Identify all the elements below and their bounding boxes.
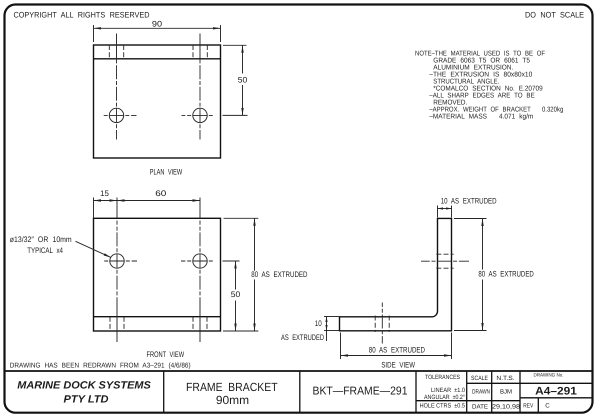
svg-text:DO NOT SCALE: DO NOT SCALE xyxy=(525,10,584,19)
svg-text:–ALL SHARP EDGES ARE TO BE: –ALL SHARP EDGES ARE TO BE xyxy=(429,93,535,100)
svg-text:NOTE–THE MATERIAL USED IS TO B: NOTE–THE MATERIAL USED IS TO BE OF xyxy=(415,51,545,58)
svg-text:60: 60 xyxy=(155,189,167,198)
svg-text:DRAWN: DRAWN xyxy=(472,389,490,396)
svg-text:–MATERIAL MASS 4.071 kg/m: –MATERIAL MASS 4.071 kg/m xyxy=(429,113,533,121)
svg-text:ø13/32″ OR 10mm: ø13/32″ OR 10mm xyxy=(10,235,72,244)
svg-text:–APPROX. WEIGHT OF BRACKET 0: –APPROX. WEIGHT OF BRACKET 0.320kg xyxy=(429,106,563,114)
svg-text:BJM: BJM xyxy=(500,389,512,396)
svg-text:BKT—FRAME—291: BKT—FRAME—291 xyxy=(313,385,408,397)
svg-text:50: 50 xyxy=(238,75,248,84)
svg-text:REV: REV xyxy=(523,403,534,410)
svg-text:80 AS EXTRUDED: 80 AS EXTRUDED xyxy=(251,270,307,279)
svg-text:90mm: 90mm xyxy=(216,393,249,407)
svg-text:C: C xyxy=(545,403,550,410)
svg-text:SCALE: SCALE xyxy=(471,375,488,382)
svg-text:TYPICAL x4: TYPICAL x4 xyxy=(27,246,63,255)
svg-text:50: 50 xyxy=(231,290,241,299)
svg-text:LINEAR ±1.0: LINEAR ±1.0 xyxy=(431,387,465,394)
svg-text:TOLERANCES: TOLERANCES xyxy=(425,374,460,381)
svg-text:STRUCTURAL ANGLE.: STRUCTURAL ANGLE. xyxy=(433,79,499,86)
svg-text:DRAWING No.: DRAWING No. xyxy=(534,373,564,379)
svg-text:GRADE 6063 T5 OR 6061 T5: GRADE 6063 T5 OR 6061 T5 xyxy=(433,58,530,65)
svg-text:AS EXTRUDED: AS EXTRUDED xyxy=(281,333,324,342)
svg-text:PLAN VIEW: PLAN VIEW xyxy=(150,168,183,177)
svg-text:REMOVED.: REMOVED. xyxy=(433,100,467,107)
svg-text:FRONT VIEW: FRONT VIEW xyxy=(147,350,185,359)
svg-text:90: 90 xyxy=(152,19,163,28)
svg-text:N.T.S.: N.T.S. xyxy=(496,375,515,382)
svg-text:10: 10 xyxy=(315,319,322,328)
svg-text:FRAME BRACKET: FRAME BRACKET xyxy=(186,380,278,394)
svg-text:SIDE VIEW: SIDE VIEW xyxy=(381,360,415,369)
svg-text:MARINE DOCK SYSTEMS: MARINE DOCK SYSTEMS xyxy=(17,380,151,392)
svg-text:10 AS EXTRUDED: 10 AS EXTRUDED xyxy=(441,196,497,205)
svg-text:COPYRIGHT ALL RIGHTS RESERVED: COPYRIGHT ALL RIGHTS RESERVED xyxy=(14,10,150,19)
svg-text:29,10,98: 29,10,98 xyxy=(492,403,521,410)
svg-text:–THE EXTRUSION IS 80x80x10: –THE EXTRUSION IS 80x80x10 xyxy=(429,72,532,79)
svg-text:ALUMINIUM EXTRUSION.: ALUMINIUM EXTRUSION. xyxy=(433,65,513,72)
svg-text:PTY LTD: PTY LTD xyxy=(64,393,109,405)
svg-text:DRAWING HAS BEEN REDRAWN FROM: DRAWING HAS BEEN REDRAWN FROM A3–291 (4/… xyxy=(10,362,191,370)
svg-text:15: 15 xyxy=(100,189,109,198)
svg-text:80 AS EXTRUDED: 80 AS EXTRUDED xyxy=(369,345,425,354)
svg-text:DATE: DATE xyxy=(472,403,488,410)
svg-text:A4–291: A4–291 xyxy=(535,385,577,397)
svg-text:HOLE CTRS ±0.5: HOLE CTRS ±0.5 xyxy=(420,403,466,410)
svg-text:*COMALCO SECTION No. E.20709: *COMALCO SECTION No. E.20709 xyxy=(433,86,542,93)
svg-text:ANGULAR ±0.2°: ANGULAR ±0.2° xyxy=(424,394,465,401)
svg-text:80 AS EXTRUDED: 80 AS EXTRUDED xyxy=(478,269,534,278)
